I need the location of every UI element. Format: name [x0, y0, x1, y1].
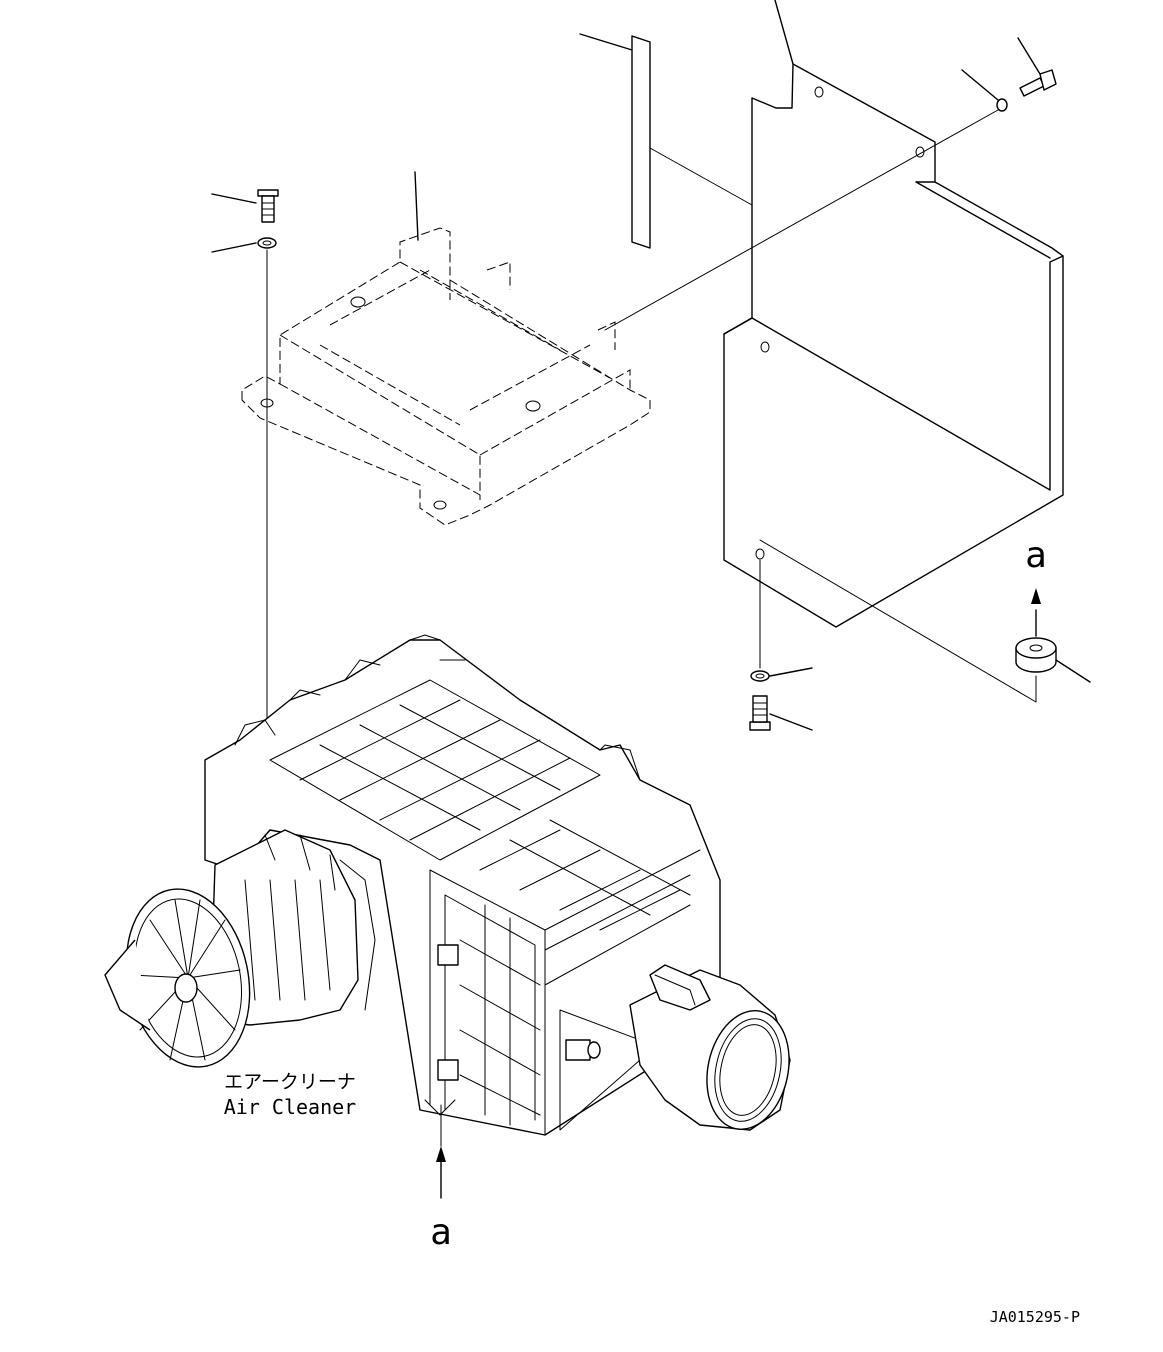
view-arrow-right-head — [1031, 588, 1041, 604]
view-arrow-bottom-head — [436, 1146, 446, 1162]
rubber-damper — [1015, 637, 1091, 683]
assembly-line-damper — [759, 539, 1037, 703]
washer-bottom-right — [750, 667, 813, 682]
drawing-number: JA015295-P — [990, 1308, 1080, 1326]
bolt-top-left — [211, 189, 279, 223]
mounting-bracket — [241, 171, 651, 526]
bolt-top-right — [1017, 37, 1057, 97]
bolt-bottom-right — [749, 695, 813, 731]
assembly-line-right-bolt — [604, 109, 999, 331]
leader-line-cover — [774, 0, 794, 65]
washer-top-left — [211, 237, 277, 253]
washer-top-right — [961, 69, 1008, 112]
seal-strip — [579, 33, 753, 249]
air-cleaner — [104, 634, 791, 1136]
component-label-jp: エアークリーナ — [224, 1071, 356, 1093]
view-marker-bottom: a — [430, 1212, 452, 1253]
view-marker-right: a — [1025, 535, 1047, 576]
cover-plate — [723, 63, 1064, 628]
component-label-en: Air Cleaner — [224, 1095, 356, 1119]
